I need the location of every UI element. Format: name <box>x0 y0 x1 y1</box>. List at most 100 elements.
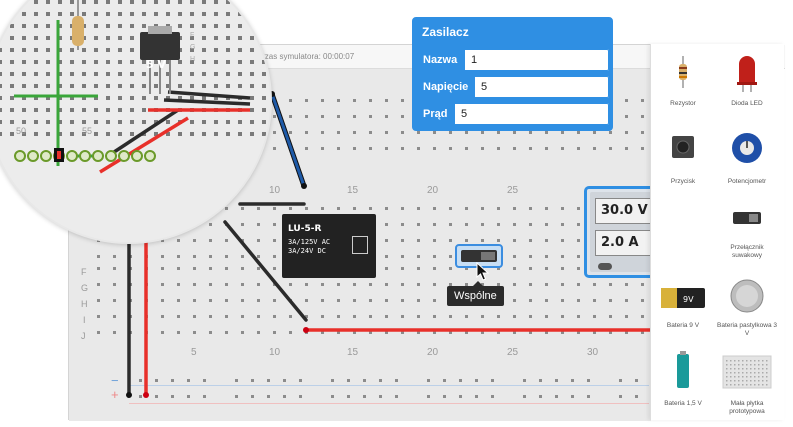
breadboard-hole[interactable] <box>593 315 596 318</box>
relay-module[interactable]: LU-5-R 3A/125V AC 3A/24V DC <box>282 214 376 278</box>
breadboard-hole[interactable] <box>417 239 420 242</box>
breadboard-hole[interactable] <box>465 131 468 134</box>
breadboard-hole[interactable] <box>209 239 212 242</box>
breadboard-hole[interactable] <box>305 299 308 302</box>
header-pin[interactable] <box>118 150 130 162</box>
breadboard-hole[interactable] <box>513 331 516 334</box>
breadboard-hole[interactable] <box>337 299 340 302</box>
breadboard-hole[interactable] <box>225 239 228 242</box>
breadboard-hole[interactable] <box>331 395 334 398</box>
breadboard-hole[interactable] <box>369 315 372 318</box>
header-pin[interactable] <box>105 150 117 162</box>
breadboard-hole[interactable] <box>465 239 468 242</box>
breadboard-hole[interactable] <box>235 379 238 382</box>
part-battery-aa[interactable]: Bateria 1,5 V <box>651 350 715 416</box>
header-pin[interactable] <box>66 150 78 162</box>
breadboard-hole[interactable] <box>545 315 548 318</box>
breadboard-hole[interactable] <box>257 267 260 270</box>
breadboard-hole[interactable] <box>475 395 478 398</box>
breadboard-hole[interactable] <box>225 299 228 302</box>
breadboard-hole[interactable] <box>337 283 340 286</box>
breadboard-hole[interactable] <box>241 223 244 226</box>
breadboard-hole[interactable] <box>513 207 516 210</box>
breadboard-hole[interactable] <box>337 131 340 134</box>
breadboard-hole[interactable] <box>625 99 628 102</box>
breadboard-hole[interactable] <box>161 315 164 318</box>
breadboard-hole[interactable] <box>385 267 388 270</box>
breadboard-hole[interactable] <box>347 379 350 382</box>
breadboard-hole[interactable] <box>577 255 580 258</box>
breadboard-hole[interactable] <box>561 267 564 270</box>
breadboard-hole[interactable] <box>177 283 180 286</box>
breadboard-hole[interactable] <box>609 147 612 150</box>
breadboard-hole[interactable] <box>385 207 388 210</box>
breadboard-hole[interactable] <box>641 131 644 134</box>
breadboard-hole[interactable] <box>561 131 564 134</box>
breadboard-hole[interactable] <box>97 255 100 258</box>
breadboard-hole[interactable] <box>449 283 452 286</box>
breadboard-hole[interactable] <box>641 299 644 302</box>
breadboard-hole[interactable] <box>577 239 580 242</box>
breadboard-hole[interactable] <box>97 283 100 286</box>
breadboard-hole[interactable] <box>401 255 404 258</box>
breadboard-hole[interactable] <box>481 207 484 210</box>
breadboard-hole[interactable] <box>385 131 388 134</box>
breadboard-hole[interactable] <box>321 115 324 118</box>
slide-switch-part[interactable] <box>455 244 503 268</box>
breadboard-hole[interactable] <box>449 315 452 318</box>
breadboard-hole[interactable] <box>209 299 212 302</box>
property-input-current[interactable]: 5 <box>454 103 609 125</box>
breadboard-hole[interactable] <box>577 299 580 302</box>
breadboard-hole[interactable] <box>513 223 516 226</box>
breadboard-hole[interactable] <box>523 395 526 398</box>
breadboard-hole[interactable] <box>241 331 244 334</box>
breadboard-hole[interactable] <box>353 207 356 210</box>
breadboard-hole[interactable] <box>235 395 238 398</box>
breadboard-hole[interactable] <box>577 147 580 150</box>
breadboard-hole[interactable] <box>177 255 180 258</box>
breadboard-hole[interactable] <box>545 147 548 150</box>
breadboard-hole[interactable] <box>497 283 500 286</box>
breadboard-hole[interactable] <box>385 99 388 102</box>
breadboard-hole[interactable] <box>545 239 548 242</box>
breadboard-hole[interactable] <box>561 299 564 302</box>
breadboard-hole[interactable] <box>251 379 254 382</box>
breadboard-hole[interactable] <box>587 395 590 398</box>
breadboard-hole[interactable] <box>497 207 500 210</box>
breadboard-hole[interactable] <box>609 315 612 318</box>
breadboard-hole[interactable] <box>539 379 542 382</box>
breadboard-hole[interactable] <box>353 331 356 334</box>
breadboard-hole[interactable] <box>593 131 596 134</box>
breadboard-hole[interactable] <box>273 315 276 318</box>
breadboard-hole[interactable] <box>513 299 516 302</box>
breadboard-hole[interactable] <box>465 283 468 286</box>
breadboard-hole[interactable] <box>427 379 430 382</box>
breadboard-hole[interactable] <box>497 147 500 150</box>
header-pin[interactable] <box>131 150 143 162</box>
breadboard-hole[interactable] <box>465 223 468 226</box>
breadboard-hole[interactable] <box>385 315 388 318</box>
breadboard-hole[interactable] <box>449 267 452 270</box>
breadboard-hole[interactable] <box>305 115 308 118</box>
breadboard-hole[interactable] <box>161 299 164 302</box>
breadboard-hole[interactable] <box>353 147 356 150</box>
breadboard-hole[interactable] <box>529 131 532 134</box>
breadboard-hole[interactable] <box>267 395 270 398</box>
breadboard-hole[interactable] <box>593 283 596 286</box>
breadboard-hole[interactable] <box>529 223 532 226</box>
breadboard-hole[interactable] <box>513 283 516 286</box>
breadboard-hole[interactable] <box>155 379 158 382</box>
breadboard-hole[interactable] <box>401 223 404 226</box>
breadboard-hole[interactable] <box>337 207 340 210</box>
breadboard-hole[interactable] <box>513 255 516 258</box>
part-small-breadboard[interactable]: Mała płytka prototypowa <box>715 350 779 416</box>
breadboard-hole[interactable] <box>225 331 228 334</box>
breadboard-hole[interactable] <box>619 395 622 398</box>
breadboard-hole[interactable] <box>449 255 452 258</box>
breadboard-hole[interactable] <box>273 115 276 118</box>
breadboard-hole[interactable] <box>539 395 542 398</box>
breadboard-hole[interactable] <box>241 283 244 286</box>
breadboard-hole[interactable] <box>203 395 206 398</box>
breadboard-hole[interactable] <box>545 331 548 334</box>
breadboard-hole[interactable] <box>433 283 436 286</box>
